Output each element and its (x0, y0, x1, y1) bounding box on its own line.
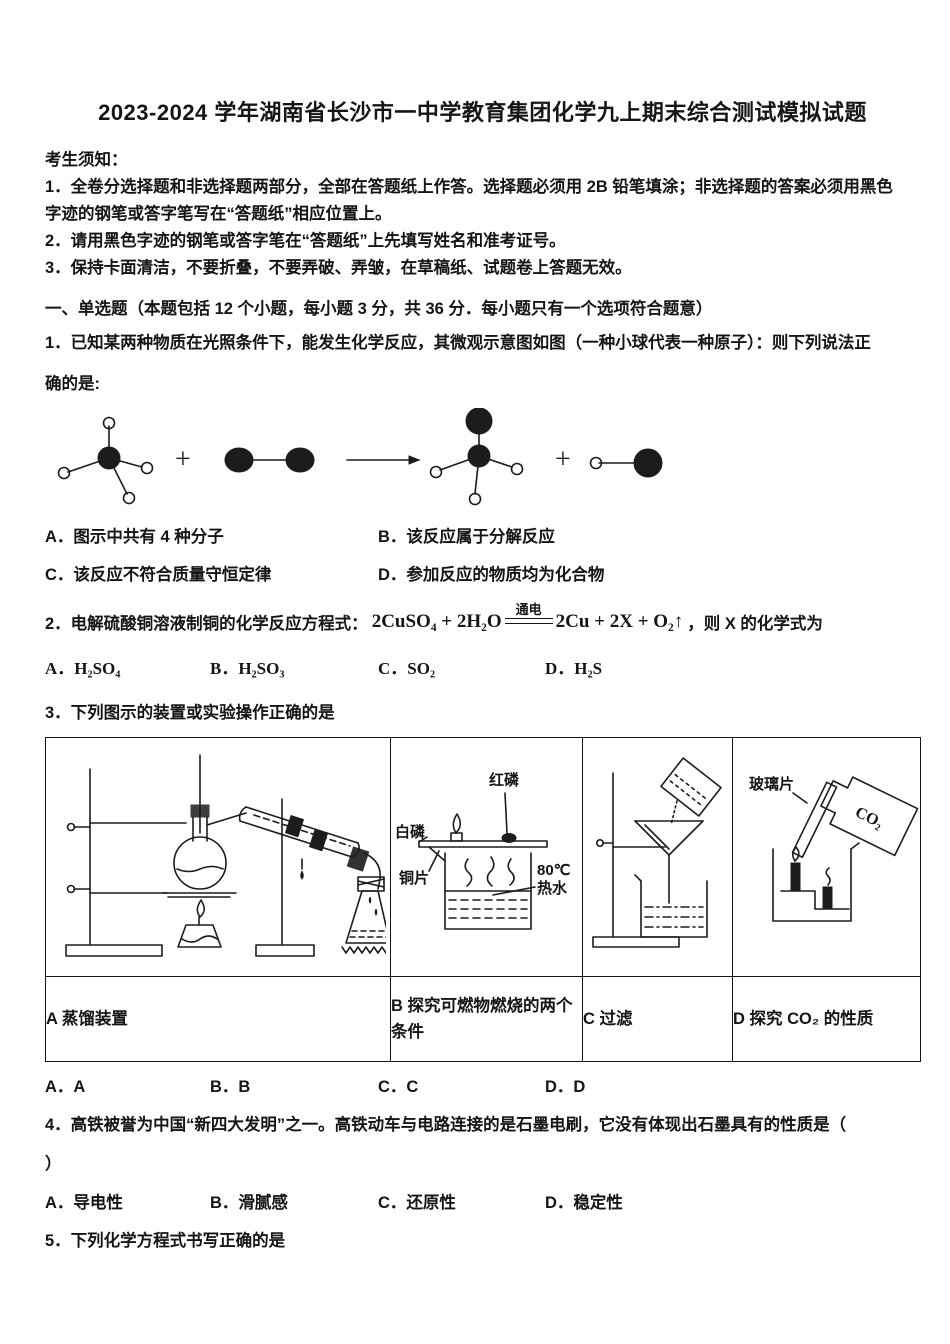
copper-sheet-label: 铜片 (399, 869, 429, 887)
question-2-options: A．H₂SO₄ B．H₂SO₃ C．SO₂ D．H₂S (45, 658, 920, 680)
question-2-text: 2．电解硫酸铜溶液制铜的化学反应方程式： 2CuSO₄ + 2H₂O 通电 2C… (45, 602, 920, 634)
caption-filtration: C 过滤 (582, 976, 733, 1062)
section-1-heading: 一、单选题（本题包括 12 个小题，每小题 3 分，共 36 分．每小题只有一个… (45, 300, 713, 318)
distillation-apparatus-figure (65, 754, 386, 957)
q1-option-a: A．图示中共有 4 种分子 (45, 528, 224, 546)
red-phosphorus-label: 红磷 (489, 771, 520, 789)
q4-option-b: B．滑腻感 (210, 1194, 288, 1212)
q4-option-c: C．还原性 (378, 1194, 456, 1212)
q3-option-a: A．A (45, 1078, 86, 1096)
product-molecule-2 (589, 448, 663, 478)
notice-heading: 考生须知： (45, 151, 128, 169)
reactant-molecule-1 (57, 416, 154, 505)
q4-option-d: D．稳定性 (545, 1194, 623, 1212)
cell-co2-property: CO₂ 玻璃片 (732, 737, 921, 977)
q4-option-a: A．导电性 (45, 1194, 123, 1212)
plus-sign: + (555, 444, 571, 475)
question-4-text: 4．高铁被誉为中国“新四大发明”之一。高铁动车与电路连接的是石墨电刷，它没有体现… (45, 1116, 847, 1134)
cell-combustion: 红磷 白磷 铜片 80℃ 热水 (390, 737, 583, 977)
q2-option-b: B．H₂SO₃ (210, 659, 285, 678)
question-1-text: 1．已知某两种物质在光照条件下，能发生化学反应，其微观示意图如图（一种小球代表一… (45, 334, 871, 352)
notice-line-2: 2．请用黑色字迹的钢笔或答字笔在“答题纸”上先填写姓名和准考证号。 (45, 232, 566, 250)
q2-option-d: D．H₂S (545, 659, 603, 678)
page-title: 2023-2024 学年湖南省长沙市一中学教育集团化学九上期末综合测试模拟试题 (98, 100, 867, 125)
equation-left: 2CuSO₄ + 2H₂O (371, 611, 502, 632)
equation-right: 2Cu + 2X + O₂↑ (555, 611, 684, 632)
cell-distillation (45, 737, 391, 977)
hot-water-label: 热水 (537, 879, 568, 897)
plus-sign: + (175, 444, 191, 475)
q2-suffix: ，则 X 的化学式为 (687, 615, 823, 633)
temperature-label: 80℃ (537, 862, 571, 879)
glass-plate-label: 玻璃片 (749, 775, 794, 793)
candidate-notice: 考生须知： 1．全卷分选择题和非选择题两部分，全部在答题纸上作答。选择题必须用 … (45, 147, 920, 282)
notice-line-1: 1．全卷分选择题和非选择题两部分，全部在答题纸上作答。选择题必须用 2B 铅笔填… (45, 178, 893, 196)
white-phosphorus-label: 白磷 (395, 823, 426, 841)
question-1-options: A．图示中共有 4 种分子 B．该反应属于分解反应 C．该反应不符合质量守恒定律… (45, 526, 920, 586)
co2-bottle-label: CO₂ (852, 804, 886, 832)
question-3-options: A．A B．B C．C D．D (45, 1076, 920, 1098)
question-3-text: 3．下列图示的装置或实验操作正确的是 (45, 704, 335, 722)
equation-condition: 通电 (504, 602, 553, 624)
question-4-text-wrap: ） (45, 1155, 62, 1173)
question-4-options: A．导电性 B．滑腻感 C．还原性 D．稳定性 (45, 1192, 920, 1214)
apparatus-caption-row: A 蒸馏装置 B 探究可燃物燃烧的两个条件 C 过滤 D 探究 CO₂ 的性质 (45, 976, 921, 1062)
reaction-arrow (346, 455, 421, 465)
q1-option-b: B．该反应属于分解反应 (378, 528, 555, 546)
product-molecule-1 (429, 408, 524, 506)
apparatus-image-row: 红磷 白磷 铜片 80℃ 热水 (45, 737, 921, 977)
caption-combustion: B 探究可燃物燃烧的两个条件 (390, 976, 583, 1062)
q3-option-c: C．C (378, 1078, 419, 1096)
equation-double-bar (504, 617, 553, 624)
condenser (238, 806, 360, 880)
caption-distillation: A 蒸馏装置 (45, 976, 391, 1062)
q3-option-d: D．D (545, 1078, 586, 1096)
q3-option-b: B．B (210, 1078, 251, 1096)
question-5-text: 5．下列化学方程式书写正确的是 (45, 1232, 286, 1250)
q2-prefix: 2．电解硫酸铜溶液制铜的化学反应方程式： (45, 615, 368, 633)
q1-option-d: D．参加反应的物质均为化合物 (378, 566, 605, 584)
caption-co2-property: D 探究 CO₂ 的性质 (732, 976, 921, 1062)
question-1-text-wrap: 确的是: (45, 375, 100, 393)
q2-chemical-equation: 2CuSO₄ + 2H₂O 通电 2Cu + 2X + O₂↑ (371, 602, 684, 633)
co2-pouring-figure: CO₂ 玻璃片 (749, 775, 918, 922)
cell-filtration (582, 737, 733, 977)
apparatus-table: 红磷 白磷 铜片 80℃ 热水 (45, 737, 921, 1062)
notice-line-1b: 字迹的钢笔或答字笔写在“答题纸”相应位置上。 (45, 205, 392, 223)
molecular-reaction-diagram: + + (57, 408, 663, 506)
filtration-figure (591, 757, 722, 948)
q1-option-c: C．该反应不符合质量守恒定律 (45, 566, 272, 584)
reactant-molecule-2 (224, 447, 315, 473)
q2-option-a: A．H₂SO₄ (45, 659, 121, 678)
notice-line-3: 3．保持卡面清洁，不要折叠，不要弄破、弄皱，在草稿纸、试题卷上答题无效。 (45, 259, 632, 277)
receiving-flask (341, 876, 386, 954)
phosphorus-combustion-figure: 红磷 白磷 铜片 80℃ 热水 (395, 771, 571, 930)
q2-option-c: C．SO₂ (378, 659, 436, 678)
